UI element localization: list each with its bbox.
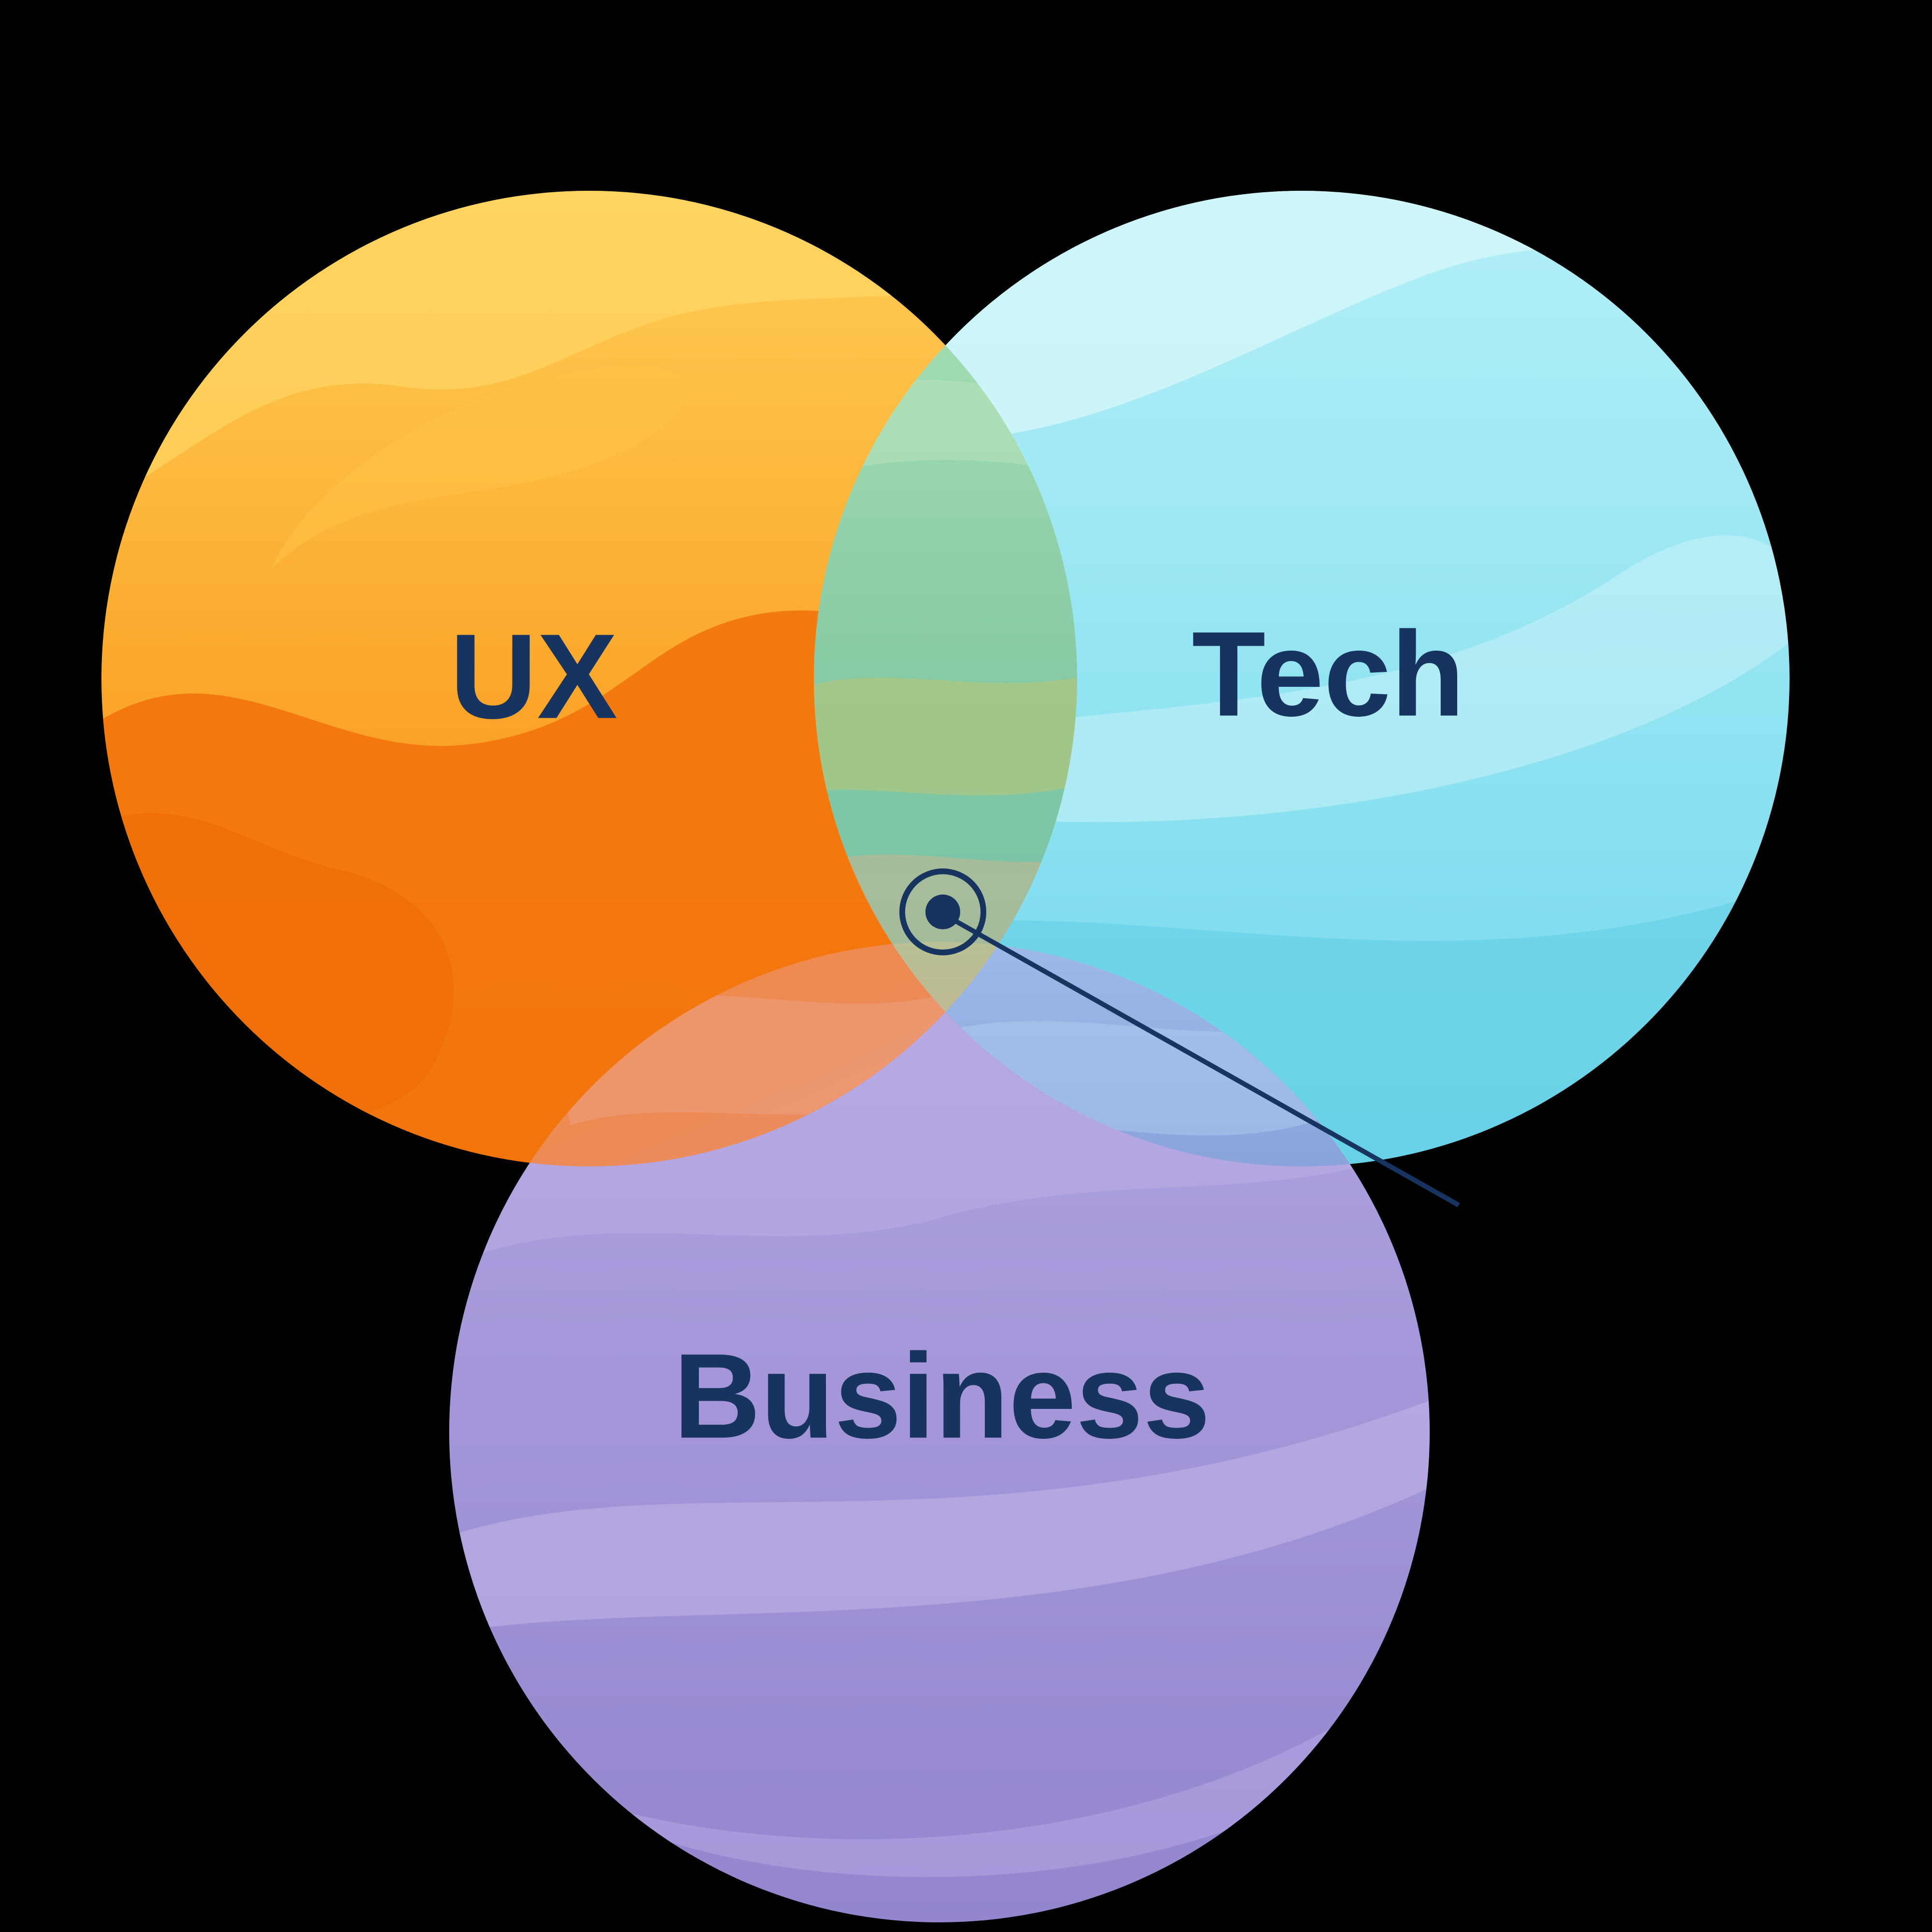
wave-shape xyxy=(541,1695,1418,1877)
ux-label: UX xyxy=(450,609,617,744)
wave-shape xyxy=(270,366,688,570)
tech-circle xyxy=(814,191,1790,1166)
callout-line xyxy=(952,918,1460,1208)
tech-label: Tech xyxy=(1192,607,1465,741)
wave-shape xyxy=(850,535,1790,823)
intersection-ring xyxy=(899,868,986,955)
intersection-dot xyxy=(925,895,960,929)
wave-shape xyxy=(449,1401,1430,1633)
wave-shape xyxy=(814,667,1077,797)
intersection-callout xyxy=(899,868,1460,1208)
wave-shape xyxy=(101,191,1077,502)
business-label: Business xyxy=(673,1329,1210,1463)
business-circle-base xyxy=(449,942,1430,1922)
